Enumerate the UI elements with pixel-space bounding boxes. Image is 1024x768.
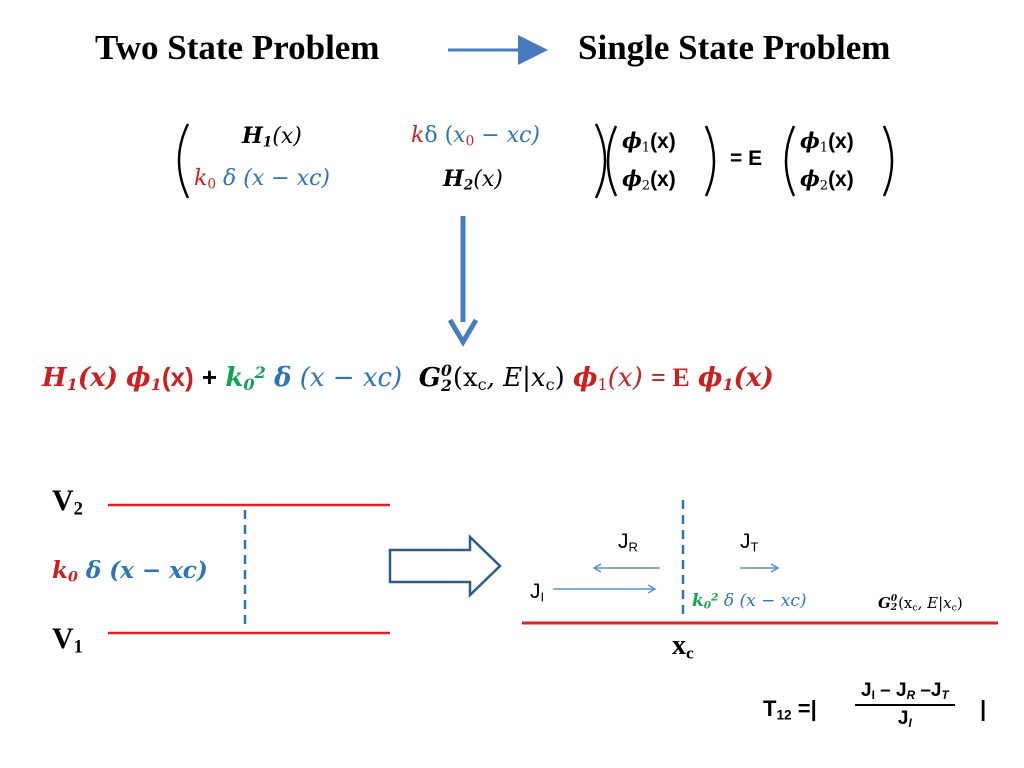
down-arrow-head bbox=[447, 318, 479, 347]
transmission-fraction: JI – JR –JT JI bbox=[855, 680, 955, 730]
block-arrow bbox=[388, 534, 502, 598]
matrix-coupling-bottom: k0 δ (x − xc) bbox=[194, 166, 330, 193]
vector1-phi2: ϕ2(x) bbox=[622, 166, 676, 194]
vector-paren-left-2 bbox=[784, 125, 796, 197]
matrix-equals-e: = E bbox=[730, 147, 763, 170]
jr-label: JR bbox=[618, 530, 638, 555]
matrix-h1: H1(x) bbox=[242, 123, 302, 151]
left-coupling-label: k0 δ (x − xc) bbox=[52, 557, 208, 586]
ji-label: JI bbox=[530, 580, 545, 605]
vector2-phi1: ϕ1(x) bbox=[800, 128, 854, 156]
jt-label: JT bbox=[740, 530, 759, 555]
matrix-paren-right bbox=[594, 123, 607, 199]
title-two-state: Two State Problem bbox=[95, 28, 380, 67]
matrix-coupling-top: kδ (x0 − xc) bbox=[411, 123, 540, 150]
transmission-close: | bbox=[980, 696, 987, 721]
v1-label: V1 bbox=[52, 622, 83, 658]
right-coupling-label: k02 δ (x − xc) bbox=[692, 591, 807, 612]
vector-paren-right-2 bbox=[882, 125, 894, 197]
vector2-phi2: ϕ2(x) bbox=[800, 166, 854, 194]
transmission-lhs: T12 =| bbox=[763, 696, 817, 723]
xc-label: xc bbox=[672, 630, 694, 663]
vector-paren-right-1 bbox=[704, 125, 716, 197]
matrix-paren-left bbox=[177, 123, 190, 199]
matrix-h2: H2(x) bbox=[443, 166, 503, 194]
v2-label: V2 bbox=[52, 484, 83, 520]
vector1-phi1: ϕ1(x) bbox=[622, 128, 676, 156]
title-single-state: Single State Problem bbox=[578, 28, 891, 67]
vector-paren-left-1 bbox=[606, 125, 618, 197]
